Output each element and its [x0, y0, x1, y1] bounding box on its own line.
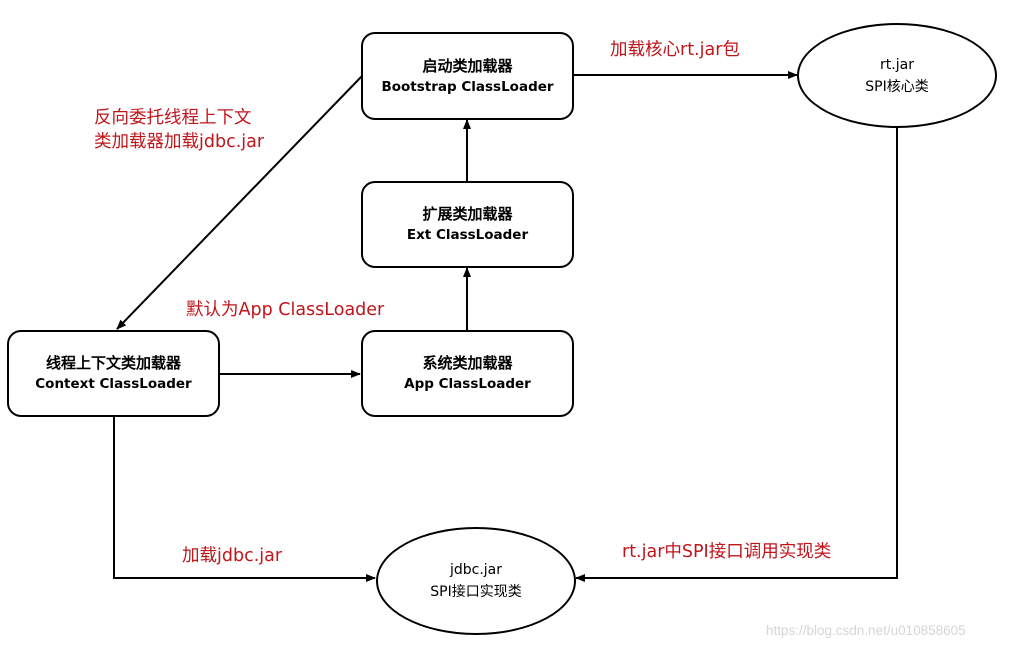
bootstrap-title-zh: 启动类加载器 — [422, 56, 513, 75]
rtjar-node: rt.jar SPI核心类 — [797, 23, 997, 128]
bootstrap-classloader-node: 启动类加载器 Bootstrap ClassLoader — [361, 32, 574, 120]
label-rtjar-to-jdbcjar: rt.jar中SPI接口调用实现类 — [622, 542, 832, 562]
ext-title-zh: 扩展类加载器 — [422, 205, 513, 223]
context-title-en: Context ClassLoader — [35, 376, 192, 392]
ext-classloader-node: 扩展类加载器 Ext ClassLoader — [361, 181, 574, 268]
label-reverse-delegation-line2: 类加载器加载jdbc.jar — [94, 132, 265, 152]
jdbcjar-node: jdbc.jar SPI接口实现类 — [376, 527, 576, 635]
app-title-en: App ClassLoader — [404, 376, 531, 392]
label-context-to-jdbcjar: 加载jdbc.jar — [182, 546, 283, 566]
jdbcjar-line2: SPI接口实现类 — [430, 584, 522, 600]
context-title-zh: 线程上下文类加载器 — [45, 354, 181, 372]
context-classloader-node: 线程上下文类加载器 Context ClassLoader — [7, 330, 220, 417]
arrow-context-to-jdbcjar — [113, 416, 376, 582]
label-reverse-delegation-line1: 反向委托线程上下文 — [94, 108, 252, 128]
watermark: https://blog.csdn.net/u010858605 — [766, 623, 966, 638]
label-bootstrap-to-rtjar: 加载核心rt.jar包 — [610, 40, 740, 60]
arrow-rtjar-to-jdbcjar — [575, 128, 898, 582]
ext-title-en: Ext ClassLoader — [406, 227, 529, 243]
jdbcjar-line1: jdbc.jar — [449, 562, 503, 578]
bootstrap-title-en: Bootstrap ClassLoader — [381, 78, 554, 95]
rtjar-line2: SPI核心类 — [865, 78, 929, 95]
rtjar-line1: rt.jar — [880, 56, 914, 73]
app-title-zh: 系统类加载器 — [422, 354, 513, 372]
app-classloader-node: 系统类加载器 App ClassLoader — [361, 330, 574, 417]
label-context-to-app: 默认为App ClassLoader — [186, 300, 385, 320]
arrow-bootstrap-to-context — [116, 75, 363, 330]
